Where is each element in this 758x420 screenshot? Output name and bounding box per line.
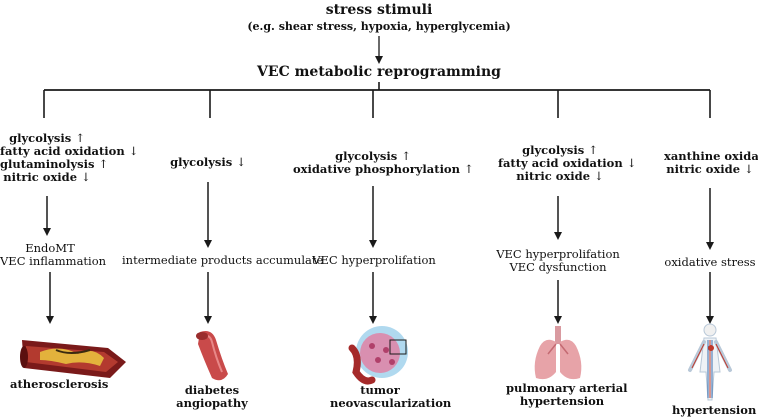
- disease-1: atherosclerosis: [10, 377, 109, 391]
- disease-2: diabetes angiopathy: [172, 384, 252, 410]
- effect-3: VEC hyperprolifation: [306, 254, 442, 267]
- effect-line: VEC hyperprolifation: [312, 253, 436, 267]
- disease-line: hypertension: [519, 394, 605, 408]
- effect-line: VEC dysfunction: [509, 260, 607, 274]
- metabolic-item: glycolysis ↑: [335, 149, 411, 163]
- metabolic-item: nitric oxide ↓: [516, 169, 604, 183]
- effect-4: VEC hyperprolifation VEC dysfunction: [496, 248, 620, 274]
- disease-line: angiopathy: [176, 396, 248, 410]
- metabolic-list-2: glycolysis ↓: [160, 156, 256, 169]
- disease-line: neovascularization: [330, 396, 452, 410]
- metabolic-item: glutaminolysis ↑: [0, 157, 109, 171]
- effect-line: VEC inflammation: [0, 254, 107, 268]
- metabolic-item: nitric oxide ↓: [3, 170, 91, 184]
- root-subtitle: (e.g. shear stress, hypoxia, hyperglycem…: [247, 20, 511, 33]
- disease-5: hypertension: [672, 404, 756, 417]
- metabolic-list-3: glycolysis ↑ oxidative phosphorylation ↑: [293, 149, 474, 176]
- effect-line: VEC hyperprolifation: [496, 247, 620, 261]
- vessel-icon: [196, 331, 228, 381]
- effect-line: EndoMT: [25, 241, 75, 255]
- metabolic-list-4: glycolysis ↑ fatty acid oxidation ↓ nitr…: [498, 143, 637, 183]
- metabolic-list-5: xanthine oxidase ↑ nitric oxide ↓: [664, 149, 758, 176]
- effect-line: oxidative stress: [664, 255, 756, 269]
- effect-5: oxidative stress: [660, 256, 758, 269]
- metabolic-item: fatty acid oxidation ↓: [0, 144, 139, 158]
- metabolic-list-1: glycolysis ↑ fatty acid oxidation ↓ glut…: [0, 131, 139, 184]
- disease-3: tumor neovascularization: [330, 383, 452, 410]
- artery-plaque-icon: [20, 340, 126, 378]
- metabolic-item: fatty acid oxidation ↓: [498, 156, 637, 170]
- metabolic-item: xanthine oxidase ↑: [664, 149, 758, 163]
- metabolic-item: nitric oxide ↓: [666, 162, 754, 176]
- disease-line: tumor: [360, 383, 400, 397]
- effect-line: intermediate products accumulate: [122, 253, 324, 267]
- disease-line: atherosclerosis: [10, 377, 109, 391]
- metabolic-item: glycolysis ↓: [170, 155, 246, 169]
- hub-label: VEC metabolic reprogramming: [257, 64, 501, 80]
- tumor-icon: [348, 326, 408, 385]
- lungs-icon: [534, 326, 582, 380]
- effect-2: intermediate products accumulate: [122, 253, 324, 267]
- disease-line: pulmonary arterial: [506, 381, 628, 395]
- disease-line: hypertension: [672, 403, 757, 417]
- metabolic-item: glycolysis ↑: [522, 143, 598, 157]
- effect-1: EndoMT VEC inflammation: [0, 241, 107, 268]
- circulatory-system-icon: [688, 323, 732, 401]
- metabolic-item: oxidative phosphorylation ↑: [293, 162, 474, 176]
- root-title: stress stimuli: [325, 2, 433, 18]
- metabolic-item: glycolysis ↑: [9, 131, 85, 145]
- disease-4: pulmonary arterial hypertension: [506, 381, 628, 408]
- disease-line: diabetes: [184, 383, 240, 397]
